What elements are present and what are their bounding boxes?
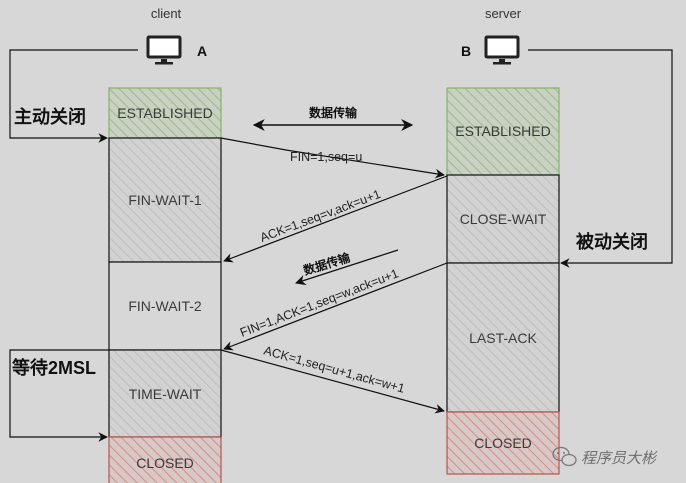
wait-2msl-label: 等待2MSL <box>12 357 96 378</box>
message-fin1: FIN=1,seq=u <box>220 137 445 179</box>
client-state-time-wait <box>108 349 222 438</box>
watermark-label: 程序员大彬 <box>581 450 658 467</box>
server-state-closed-label: CLOSED <box>474 435 532 451</box>
monitor-icon <box>146 35 182 65</box>
message-fin2: FIN=1,ACK=1,seq=w,ack=u+1 <box>223 262 448 351</box>
passive-close-label: 被动关闭 <box>576 231 648 252</box>
watermark: 程序员大彬 <box>552 446 658 467</box>
client-host-label: client <box>151 6 182 21</box>
server-state-close-wait-label: CLOSE-WAIT <box>460 211 547 227</box>
monitor-icon <box>484 35 520 65</box>
client-host: client A <box>146 6 207 65</box>
message-fin1-label: FIN=1,seq=u <box>290 150 362 164</box>
active-close-loop: 主动关闭 <box>9 49 138 143</box>
wait-2msl-loop: 等待2MSL <box>9 349 109 442</box>
client-state-fin-wait-1 <box>108 137 222 263</box>
client-state-fin-wait-2-label: FIN-WAIT-2 <box>128 298 202 314</box>
data-transfer-top-label: 数据传输 <box>309 105 358 120</box>
message-ack2: ACK=1,seq=u+1,ack=w+1 <box>220 343 445 414</box>
message-ack1: ACK=1,seq=v,ack=u+1 <box>223 175 448 263</box>
server-state-last-ack-label: LAST-ACK <box>469 330 537 346</box>
client-state-established-label: ESTABLISHED <box>117 105 212 121</box>
server-host: server B <box>461 6 522 65</box>
client-state-established <box>108 87 222 139</box>
client-state-time-wait-label: TIME-WAIT <box>129 386 202 402</box>
server-state-closed <box>446 411 560 475</box>
server-state-close-wait <box>446 174 560 264</box>
server-column: ESTABLISHED CLOSE-WAIT LAST-ACK CLOSED <box>446 87 560 475</box>
data-transfer-top: 数据传输 <box>252 105 414 131</box>
message-ack2-label: ACK=1,seq=u+1,ack=w+1 <box>262 343 406 395</box>
server-host-label: server <box>485 6 522 21</box>
client-state-fin-wait-1-label: FIN-WAIT-1 <box>128 192 202 208</box>
wechat-icon <box>552 446 577 467</box>
message-ack1-label: ACK=1,seq=v,ack=u+1 <box>258 187 382 245</box>
server-letter: B <box>461 43 471 59</box>
client-state-closed-label: CLOSED <box>136 455 194 471</box>
server-state-established <box>446 87 560 176</box>
message-fin2-label: FIN=1,ACK=1,seq=w,ack=u+1 <box>238 266 400 339</box>
client-state-closed <box>108 436 222 483</box>
client-state-fin-wait-2 <box>108 261 222 351</box>
server-state-last-ack <box>446 262 560 413</box>
client-column: ESTABLISHED FIN-WAIT-1 FIN-WAIT-2 TIME-W… <box>108 87 222 483</box>
active-close-label: 主动关闭 <box>14 106 86 127</box>
client-letter: A <box>197 43 207 59</box>
server-state-established-label: ESTABLISHED <box>455 123 550 139</box>
passive-close-loop: 被动关闭 <box>528 49 673 268</box>
